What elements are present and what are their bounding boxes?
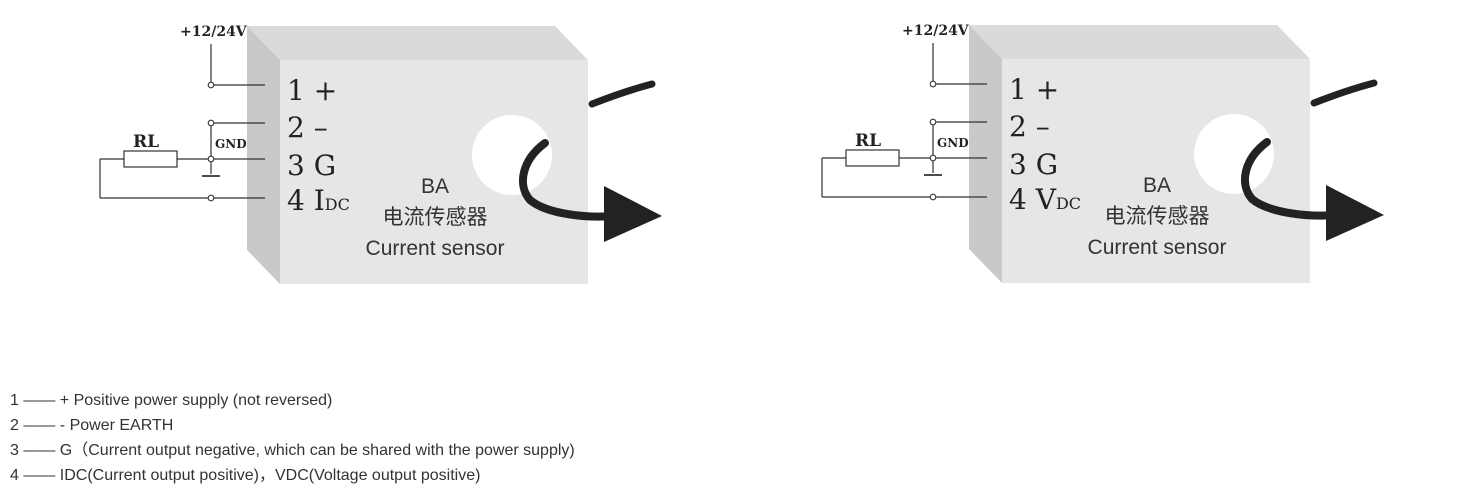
wiring-diagrams: +12/24V GND RL 1 + 2 – 3 G 4 IDC BA 电流传感…: [99, 23, 1384, 284]
load-label: RL: [133, 132, 159, 152]
sensor-box-side: [969, 25, 1002, 283]
pin-2-label: 2 –: [287, 111, 328, 144]
arrow-head-icon: [1326, 185, 1384, 241]
sensor-box-top: [969, 25, 1310, 59]
terminal-dot: [929, 154, 937, 162]
supply-label: +12/24V: [902, 23, 970, 39]
sensor-hole: [1194, 114, 1274, 194]
terminal-dot: [207, 194, 215, 202]
terminal-dot: [929, 193, 937, 201]
terminal-dot: [207, 155, 215, 163]
pin-3-label: 3 G: [1009, 148, 1058, 181]
wiring-diagram-current-output: +12/24V GND RL 1 + 2 – 3 G 4 IDC BA 电流传感…: [99, 24, 662, 284]
sensor-hole: [472, 115, 552, 195]
supply-label: +12/24V: [180, 24, 248, 40]
pin-2-label: 2 –: [1009, 110, 1050, 143]
sensor-name-en: Current sensor: [1088, 236, 1227, 259]
cable-in: [588, 80, 656, 108]
pin-note: 1 —— + Positive power supply (not revers…: [10, 392, 333, 409]
terminal-dot: [207, 81, 215, 89]
gnd-label: GND: [937, 136, 969, 150]
cable-out: [1241, 138, 1338, 220]
sensor-name-cn: 电流传感器: [383, 206, 488, 229]
sensor-name-cn: 电流传感器: [1105, 205, 1210, 228]
pin-note: 4 —— IDC(Current output positive)，VDC(Vo…: [10, 467, 481, 484]
arrow-head-icon: [604, 186, 662, 242]
pin-4-label: 4 VDC: [1009, 183, 1081, 216]
pin-4-label: 4 IDC: [287, 184, 350, 217]
gnd-label: GND: [215, 137, 247, 151]
pin-1-label: 1 +: [1009, 73, 1059, 106]
sensor-box-top: [247, 26, 588, 60]
pin-note: 3 —— G（Current output negative, which ca…: [10, 442, 575, 459]
pin-3-label: 3 G: [287, 149, 336, 182]
pin-note: 2 —— - Power EARTH: [10, 417, 174, 434]
load-resistor: [845, 149, 900, 167]
terminal-dot: [929, 80, 937, 88]
sensor-name-en: Current sensor: [366, 237, 505, 260]
sensor-model: BA: [421, 175, 449, 198]
wiring-diagram-voltage-output: +12/24V GND RL 1 + 2 – 3 G 4 VDC BA 电流传感…: [821, 23, 1384, 283]
terminal-dot: [929, 118, 937, 126]
load-label: RL: [855, 131, 881, 151]
cable-in: [1310, 79, 1378, 107]
cable-out: [519, 139, 616, 221]
sensor-box-side: [247, 26, 280, 284]
sensor-model: BA: [1143, 174, 1171, 197]
load-resistor: [123, 150, 178, 168]
pin-notes: 1 —— + Positive power supply (not revers…: [10, 388, 575, 488]
pin-1-label: 1 +: [287, 74, 337, 107]
terminal-dot: [207, 119, 215, 127]
